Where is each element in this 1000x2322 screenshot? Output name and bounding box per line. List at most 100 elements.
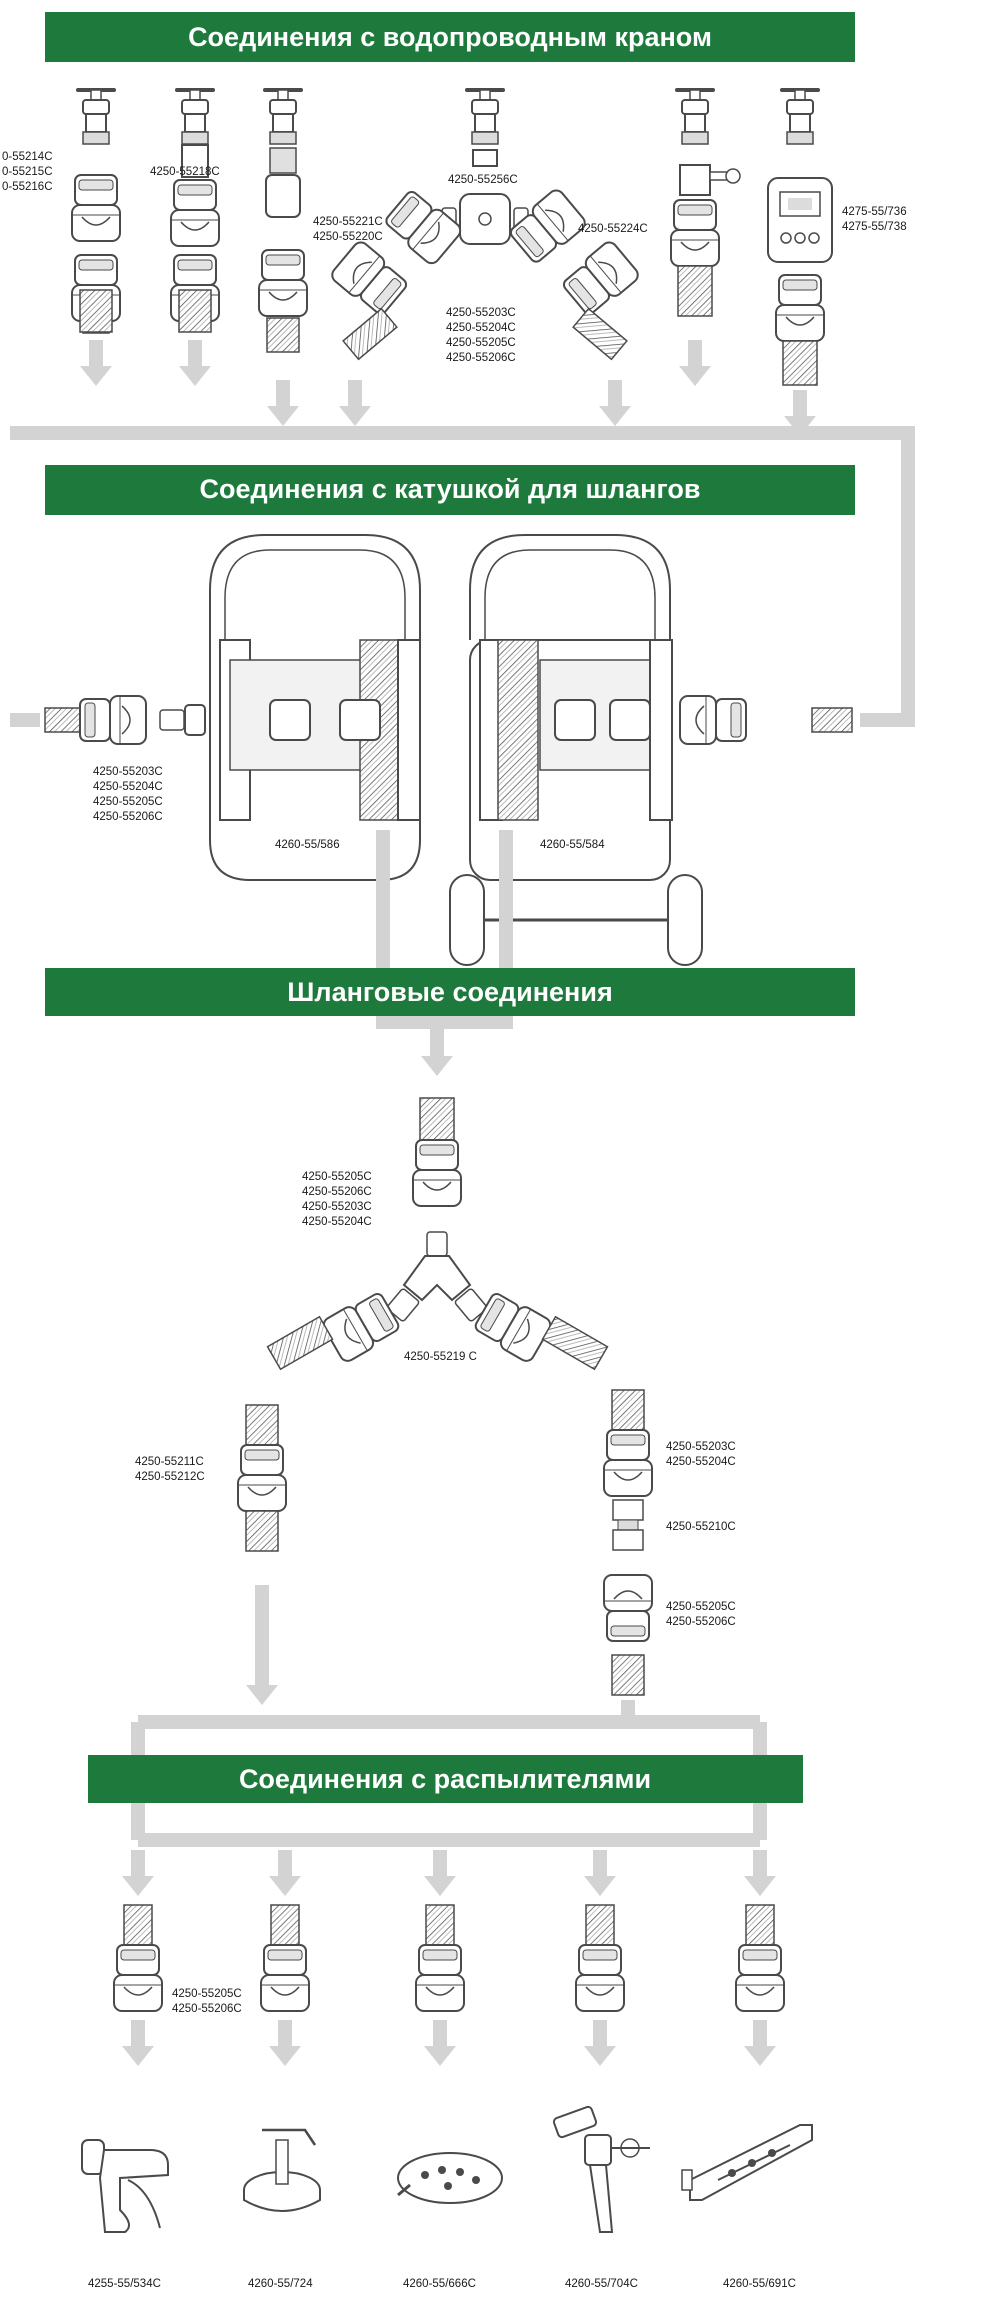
timer-icon (767, 177, 833, 263)
faucet-icon (780, 88, 820, 146)
svg-text:4260-55/584: 4260-55/584 (540, 839, 605, 851)
arrow-down-icon (744, 2020, 776, 2066)
faucet-icon (465, 88, 505, 146)
svg-text:4250-55205C: 4250-55205C (302, 1171, 372, 1183)
connector-icon (679, 695, 747, 745)
connector-icon (170, 179, 220, 247)
svg-text:Шланговые соединения: Шланговые соединения (287, 977, 612, 1007)
svg-text:Соединения с катушкой для шлан: Соединения с катушкой для шлангов (200, 474, 701, 504)
svg-text:4250-55206C: 4250-55206C (302, 1186, 372, 1198)
svg-text:4250-55204C: 4250-55204C (446, 322, 516, 334)
svg-text:4250-55220C: 4250-55220C (313, 231, 383, 243)
svg-text:4255-55/534C: 4255-55/534C (88, 2278, 161, 2290)
svg-text:4250-55210C: 4250-55210C (666, 1521, 736, 1533)
connector-icon (471, 1288, 555, 1365)
arrow-down-icon (679, 340, 711, 386)
arrow-down-icon (421, 1030, 453, 1076)
svg-text:4250-55206C: 4250-55206C (172, 2003, 242, 2015)
svg-text:4250-55203C: 4250-55203C (93, 766, 163, 778)
arrow-down-icon (267, 380, 299, 426)
tap-fitting-5: 4250-55224C (578, 88, 741, 317)
connector-icon (412, 1139, 462, 1207)
tap-fitting-timer: 4275-55/736 4275-55/738 (767, 88, 907, 386)
svg-text:4250-55211C: 4250-55211C (135, 1456, 204, 1468)
arrow-down-icon (179, 340, 211, 386)
banner-sprayer-connections: Соединения с распылителями (88, 1755, 803, 1803)
svg-text:Соединения с распылителями: Соединения с распылителями (239, 1764, 651, 1794)
svg-text:4250-55219 C: 4250-55219 C (404, 1351, 477, 1363)
arrow-down-icon (122, 1850, 154, 1896)
hose-reel-icon (209, 534, 421, 881)
connector-icon (603, 1574, 653, 1642)
svg-text:4250-55206C: 4250-55206C (446, 352, 516, 364)
svg-text:4260-55/704C: 4260-55/704C (565, 2278, 638, 2290)
svg-text:4250-55203C: 4250-55203C (446, 307, 516, 319)
faucet-icon (76, 88, 116, 146)
connector-icon (603, 1429, 653, 1497)
svg-text:0-55216C: 0-55216C (2, 181, 53, 193)
connector-icon (258, 249, 308, 317)
svg-text:4260-55/724: 4260-55/724 (248, 2278, 313, 2290)
arrow-down-icon (269, 2020, 301, 2066)
svg-text:0-55214C: 0-55214C (2, 151, 53, 163)
svg-text:0-55215C: 0-55215C (2, 166, 53, 178)
svg-text:4250-55204C: 4250-55204C (666, 1456, 736, 1468)
connector-icon (71, 174, 121, 242)
banner-tap-connections: Соединения с водопроводным краном (45, 12, 855, 62)
spray-coupler-5 (735, 1904, 785, 2012)
svg-text:Соединения с водопроводным кра: Соединения с водопроводным краном (188, 22, 712, 52)
banner-hose-connections: Шланговые соединения (45, 968, 855, 1016)
spray-coupler-2 (260, 1904, 310, 2012)
faucet-icon (675, 88, 715, 146)
spray-gun-icon (81, 2139, 169, 2233)
connector-icon (79, 695, 147, 745)
arrow-down-icon (424, 2020, 456, 2066)
svg-text:4260-55/691C: 4260-55/691C (723, 2278, 796, 2290)
rotating-sprinkler-icon (397, 2152, 503, 2204)
svg-text:4275-55/738: 4275-55/738 (842, 221, 907, 233)
connector-icon (237, 1444, 287, 1512)
hose-reel-cart-icon (449, 534, 703, 966)
svg-text:4250-55218C: 4250-55218C (150, 166, 220, 178)
connector-icon (505, 186, 589, 268)
spray-coupler-3 (415, 1904, 465, 2012)
tap-fitting-y-splitter: 4250-55256C 4250-55203C 4250-55204C 4250… (328, 88, 642, 364)
svg-text:4250-55203C: 4250-55203C (666, 1441, 736, 1453)
arrow-down-icon (122, 2020, 154, 2066)
svg-text:4260-55/666C: 4260-55/666C (403, 2278, 476, 2290)
arrow-down-icon (584, 1850, 616, 1896)
spray-coupler-1 (113, 1904, 163, 2012)
svg-text:4250-55221C: 4250-55221C (313, 216, 383, 228)
svg-text:4250-55212C: 4250-55212C (135, 1471, 205, 1483)
svg-text:4250-55205C: 4250-55205C (446, 337, 516, 349)
arrow-down-icon (80, 340, 112, 386)
svg-text:4275-55/736: 4275-55/736 (842, 206, 907, 218)
faucet-icon (175, 88, 215, 146)
arrow-down-icon (744, 1850, 776, 1896)
oscillating-sprinkler-icon (681, 2124, 813, 2201)
arrow-down-icon (269, 1850, 301, 1896)
svg-text:4250-55206C: 4250-55206C (666, 1616, 736, 1628)
svg-text:4250-55205C: 4250-55205C (666, 1601, 736, 1613)
svg-text:4250-55205C: 4250-55205C (172, 1988, 242, 2000)
connector-icon (381, 186, 465, 268)
svg-text:4250-55224C: 4250-55224C (578, 223, 648, 235)
connector-icon (670, 199, 720, 267)
connector-icon (319, 1288, 403, 1365)
arrow-down-icon (599, 380, 631, 426)
impulse-sprinkler-icon (552, 2105, 650, 2233)
banner-reel-connections: Соединения с катушкой для шлангов (45, 465, 855, 515)
svg-text:4250-55256C: 4250-55256C (448, 174, 518, 186)
connector-icon (775, 274, 825, 342)
arrow-down-icon (584, 2020, 616, 2066)
tap-fitting-2: 4250-55218C (150, 88, 220, 328)
arrow-down-icon (339, 380, 371, 426)
spray-coupler-4 (575, 1904, 625, 2012)
svg-text:4250-55205C: 4250-55205C (93, 796, 163, 808)
tap-fitting-3: 4250-55221C 4250-55220C (258, 88, 383, 317)
arrow-down-icon (424, 1850, 456, 1896)
y-connector-icon (386, 1231, 488, 1322)
sprinkler-icon (243, 2128, 321, 2212)
svg-text:4250-55206C: 4250-55206C (93, 811, 163, 823)
